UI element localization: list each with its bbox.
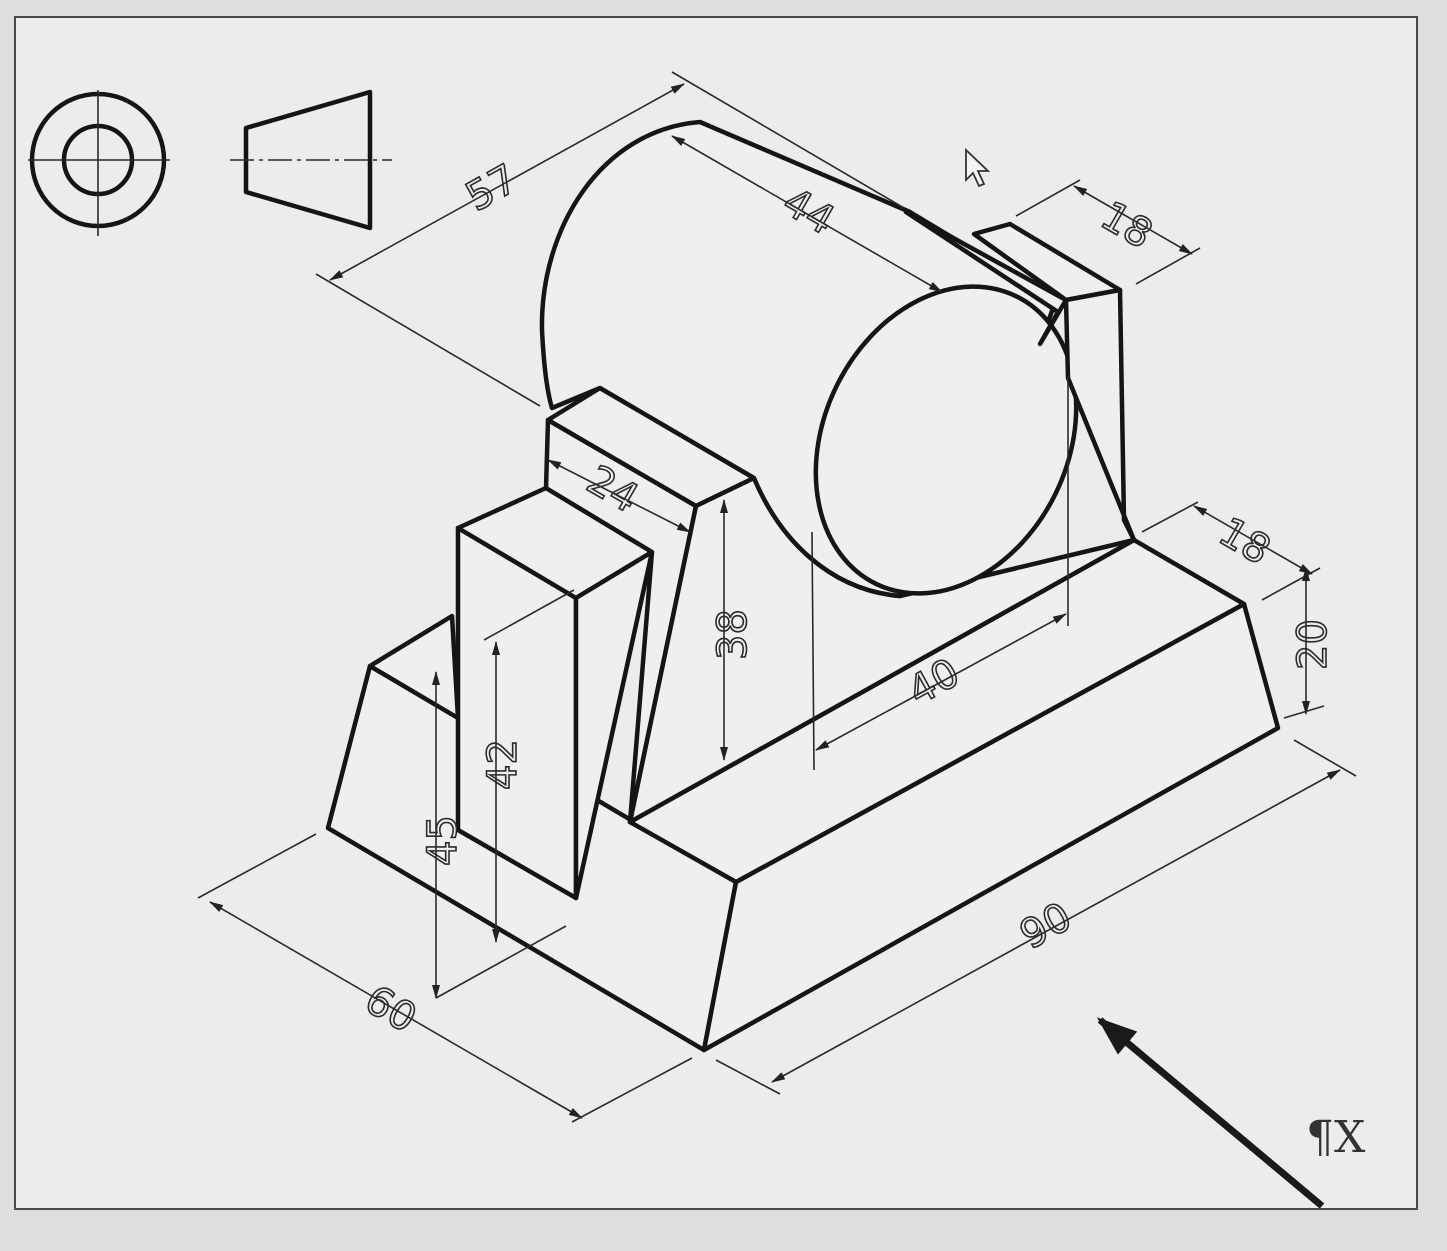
dimension-lines <box>197 71 1357 1123</box>
corner-mark: ¶X <box>1306 1112 1366 1163</box>
dim-42: 42 <box>480 739 526 790</box>
direction-arrow-icon <box>1096 1017 1325 1209</box>
projection-symbol <box>28 89 392 236</box>
dim-20: 20 <box>1290 619 1336 670</box>
target-circle-icon <box>28 90 170 236</box>
dim-90: 90 <box>1013 894 1080 959</box>
mouse-pointer-icon <box>965 147 991 188</box>
dim-60: 60 <box>357 977 424 1042</box>
dim-38: 38 <box>710 609 756 660</box>
dim-57: 57 <box>459 156 526 221</box>
dim-18-right: 18 <box>1211 509 1278 574</box>
frustum-view-icon <box>230 89 392 231</box>
dim-45: 45 <box>420 815 466 866</box>
back-block <box>903 209 1137 543</box>
